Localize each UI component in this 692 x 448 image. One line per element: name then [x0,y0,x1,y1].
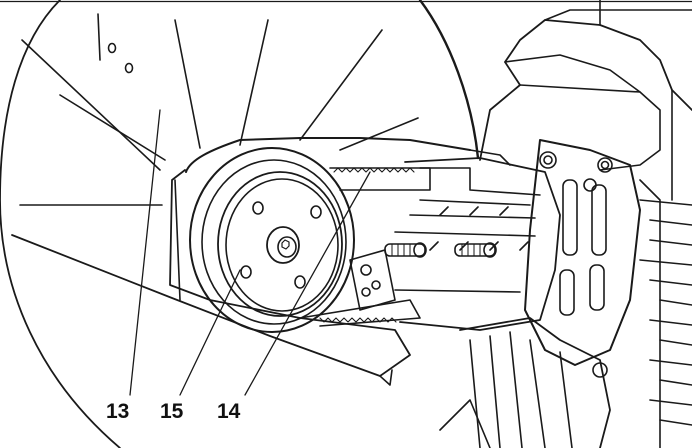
disc-guard [11,137,471,386]
belt-pulley [189,147,355,333]
drive-belt [299,167,431,327]
cutting-disc [0,0,480,448]
belt-arm [349,149,561,331]
callout-13: 13 [106,400,130,423]
leader-13 [129,109,161,396]
leader-lines [129,109,371,396]
leader-14 [244,171,371,396]
tool-body [439,0,692,448]
callout-14: 14 [217,400,241,423]
leader-15 [179,269,241,396]
callout-15: 15 [160,400,184,423]
